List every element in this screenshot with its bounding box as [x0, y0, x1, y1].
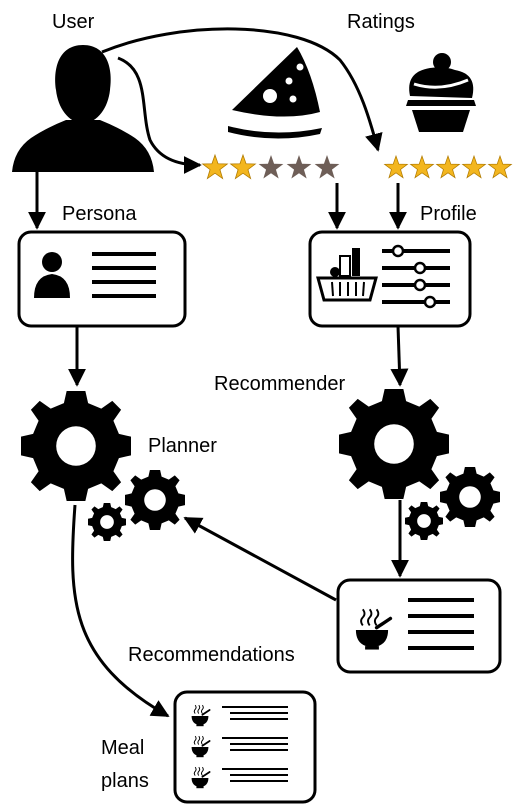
basket-icon	[316, 248, 378, 302]
star-empty-icon	[258, 155, 284, 179]
persona-text-lines	[92, 252, 156, 298]
planner-medium-gear-icon	[125, 470, 185, 530]
recommender-small-gear-icon	[405, 502, 443, 540]
user-label: User	[52, 11, 95, 33]
star-empty-icon	[314, 155, 340, 179]
meal-plan-text-lines	[222, 706, 288, 782]
arrow-planner-to-meal-plans	[71, 504, 170, 718]
arrow-profile-to-recommender	[390, 325, 409, 387]
recommendations-text-lines	[408, 598, 474, 650]
recommender-large-gear-icon	[339, 389, 449, 499]
cupcake-rating-stars	[385, 156, 512, 178]
planner-gear-cluster	[21, 391, 185, 541]
profile-label: Profile	[420, 203, 477, 225]
recommendations-label: Recommendations	[128, 644, 295, 666]
planner-small-gear-icon	[88, 503, 126, 541]
star-filled-icon	[437, 156, 460, 178]
star-empty-icon	[286, 155, 312, 179]
star-filled-icon	[385, 156, 408, 178]
meal-plans-card	[173, 690, 317, 804]
recommender-gear-cluster	[339, 389, 500, 540]
planner-large-gear-icon	[21, 391, 131, 501]
recommender-label: Recommender	[214, 373, 346, 395]
star-filled-icon	[203, 155, 228, 179]
planner-label: Planner	[148, 435, 217, 457]
pizza-rating-stars	[203, 155, 340, 179]
arrow-recommendations-to-planner	[183, 516, 337, 602]
cupcake-icon	[406, 53, 476, 132]
arrow-user-to-pizza-rating	[117, 56, 202, 174]
profile-card	[308, 230, 472, 328]
plans-label: plans	[101, 770, 149, 792]
sliders-icon	[382, 244, 450, 309]
user-silhouette-icon	[12, 45, 154, 172]
arrow-user-to-cupcake-rating	[101, 27, 383, 152]
star-filled-icon	[231, 155, 256, 179]
ratings-label: Ratings	[347, 11, 415, 33]
persona-label: Persona	[62, 203, 137, 225]
pizza-slice-icon	[228, 47, 322, 139]
star-filled-icon	[489, 156, 512, 178]
persona-card	[17, 230, 187, 328]
connectors	[28, 27, 409, 718]
star-filled-icon	[463, 156, 486, 178]
recommendations-card	[336, 578, 502, 674]
recommender-medium-gear-icon	[440, 467, 500, 527]
meal-label: Meal	[101, 737, 144, 759]
star-filled-icon	[411, 156, 434, 178]
person-card-icon	[34, 252, 70, 298]
